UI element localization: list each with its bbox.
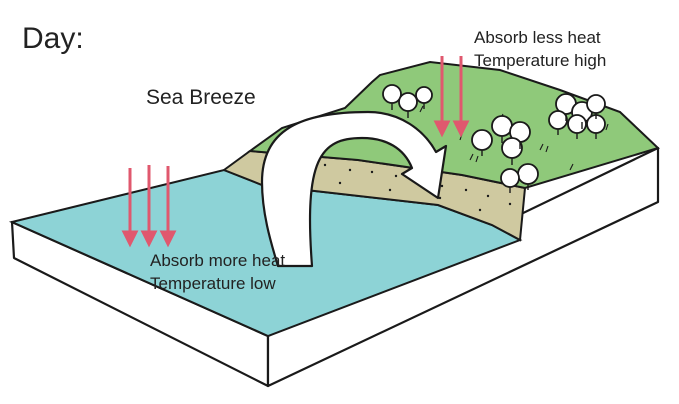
title-label: Day: xyxy=(22,22,84,55)
tree-trunks xyxy=(391,103,597,193)
land-absorb-label: Absorb less heat xyxy=(474,28,601,47)
sea-temperature-label: Temperature low xyxy=(150,274,276,293)
land-heat-arrows xyxy=(433,56,470,138)
land-surface xyxy=(247,60,660,190)
sea-heat-arrows xyxy=(121,165,177,248)
breeze-arrow xyxy=(260,110,448,268)
sea-absorb-label: Absorb more heat xyxy=(150,251,286,270)
land-temperature-label: Temperature high xyxy=(474,51,607,70)
sea-breeze-label: Sea Breeze xyxy=(146,86,256,109)
